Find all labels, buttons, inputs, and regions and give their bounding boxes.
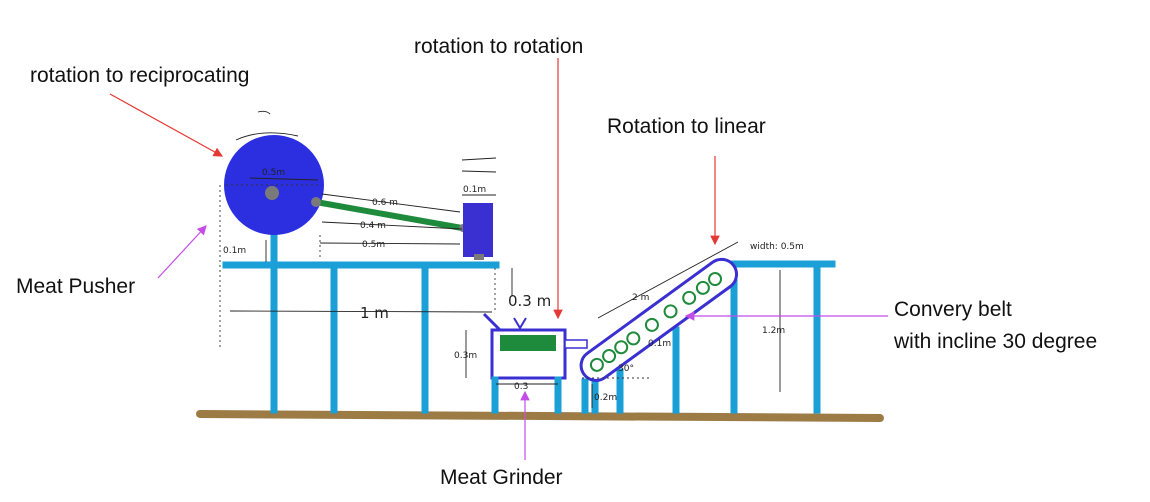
- crank-wheel: 0.5m: [224, 110, 324, 235]
- label-meat-pusher: Meat Pusher: [16, 275, 135, 298]
- arrow-reciprocating: [109, 93, 224, 157]
- roller-label: 0.1m: [648, 339, 671, 349]
- stand-height-label: 1.2m: [762, 326, 785, 336]
- stroke-label: 0.4 m: [360, 221, 386, 231]
- label-rotation-to-linear: Rotation to linear: [607, 115, 766, 138]
- post-height-label: 0.1m: [223, 246, 246, 256]
- grinder-width-label: 0.3: [514, 382, 528, 392]
- angle-label: 30°: [618, 364, 634, 374]
- belt-length-label: 2 m: [632, 293, 649, 303]
- belt-width-label: width: 0.5m: [750, 242, 804, 252]
- label-conveyor-line2: with incline 30 degree: [893, 330, 1097, 353]
- label-conveyor-line1: Convery belt: [894, 298, 1012, 321]
- arrow-meat-pusher: [157, 225, 207, 279]
- block-width-label: 0.1m: [463, 185, 486, 195]
- label-rotation-to-rotation: rotation to rotation: [414, 35, 583, 58]
- gap-label: 1 m: [360, 304, 389, 322]
- wheel-diameter-label: 0.5m: [262, 168, 285, 178]
- label-meat-grinder: Meat Grinder: [440, 466, 563, 489]
- meat-grinder: [482, 312, 589, 414]
- base-height-label: 0.2m: [594, 393, 617, 403]
- base-offset-label: 0.5m: [362, 240, 385, 250]
- conveyor-belt: 2 m 0.1m 30° 0.2m width: 0.5m 1.2m: [579, 241, 836, 414]
- rod-length-label: 0.6 m: [372, 198, 398, 208]
- label-rotation-to-reciprocating: rotation to reciprocating: [30, 64, 249, 87]
- ground-line: [196, 410, 884, 422]
- grinder-height-label: 0.3m: [454, 351, 477, 361]
- hopper-height-label: 0.3 m: [508, 292, 551, 310]
- pusher-block: 0.1m: [461, 157, 497, 260]
- connecting-rod: 0.6 m 0.4 m 0.5m: [311, 193, 467, 258]
